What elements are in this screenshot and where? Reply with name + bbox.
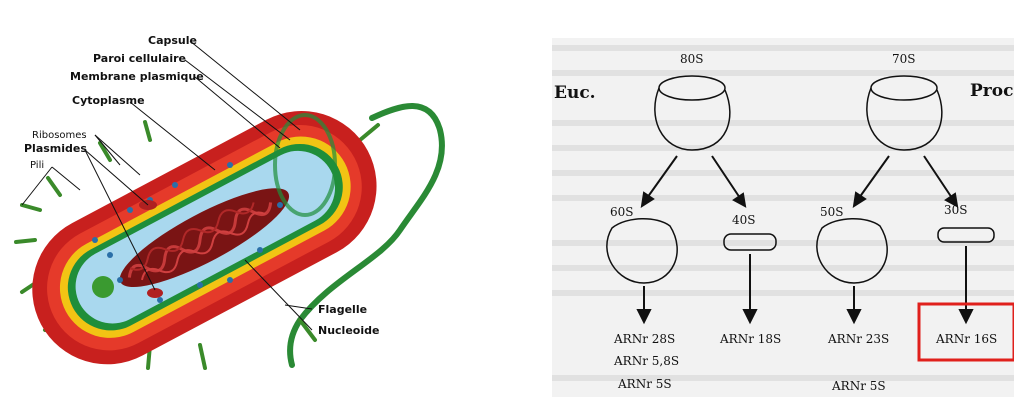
- label-pili: Pili: [30, 160, 44, 171]
- label-40s: 40S: [732, 213, 756, 227]
- granule: [92, 276, 114, 298]
- label-arnr-28s: ARNr 28S: [613, 332, 675, 346]
- ribosome-80s-small: [659, 76, 725, 100]
- label-plasmides: Plasmides: [24, 142, 87, 155]
- subunit-60s: [607, 219, 677, 283]
- label-membrane: Membrane plasmique: [70, 70, 204, 83]
- label-capsule: Capsule: [148, 34, 197, 47]
- label-80s: 80S: [680, 52, 704, 66]
- label-flagelle: Flagelle: [318, 303, 367, 316]
- bacteria-illustration: Capsule Paroi cellulaire Membrane plasmi…: [0, 0, 470, 397]
- label-70s: 70S: [892, 52, 916, 66]
- label-30s: 30S: [944, 203, 968, 217]
- ribosome-illustration: Euc. Proc 80S 70S 60S 40S 50S 30S ARNr 2…: [552, 38, 1014, 397]
- label-arnr-23s: ARNr 23S: [827, 332, 889, 346]
- label-nucleoide: Nucleoide: [318, 324, 379, 337]
- bacteria-diagram: Capsule Paroi cellulaire Membrane plasmi…: [0, 0, 470, 397]
- label-cytoplasme: Cytoplasme: [72, 94, 145, 107]
- ribosome-70s-small: [871, 76, 937, 100]
- label-arnr-16s: ARNr 16S: [935, 332, 997, 346]
- label-paroi: Paroi cellulaire: [93, 52, 186, 65]
- label-ribosomes: Ribosomes: [32, 130, 87, 141]
- label-60s: 60S: [610, 205, 634, 219]
- subunit-30s: [938, 228, 994, 242]
- label-prok: Proc: [970, 81, 1013, 101]
- ribosome-diagram: Euc. Proc 80S 70S 60S 40S 50S 30S ARNr 2…: [552, 38, 1014, 397]
- ribosome-80s-large: [655, 88, 730, 150]
- subunit-50s: [817, 219, 887, 283]
- ribosome-70s-large: [867, 88, 942, 150]
- label-arnr-18s: ARNr 18S: [719, 332, 781, 346]
- label-50s: 50S: [820, 205, 844, 219]
- label-arnr-5s-euc: ARNr 5S: [617, 377, 672, 391]
- label-euc: Euc.: [554, 83, 596, 103]
- label-arnr-5s-prok: ARNr 5S: [831, 379, 886, 393]
- label-arnr-58s: ARNr 5,8S: [613, 354, 679, 368]
